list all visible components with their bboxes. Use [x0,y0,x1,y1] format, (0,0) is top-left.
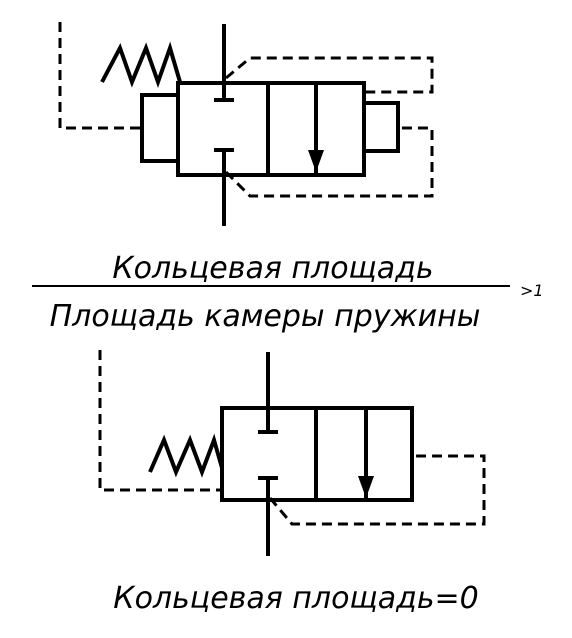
spring-chamber-area-label: Площадь камеры пружины [50,299,481,334]
bottom-spring-icon [148,433,224,478]
top-valve [100,24,400,226]
top-pilot-piston-right [362,101,400,153]
ratio-condition: >1 [520,281,544,300]
bottom-valve [148,352,414,556]
annular-area-label: Кольцевая площадь [112,251,433,286]
top-spring-icon [100,41,182,89]
top-pilot-piston-left [140,93,180,163]
bottom-pilot-lines [98,350,486,526]
top-pilot-lines [58,22,434,198]
bottom-flow-arrow-icon [358,476,374,498]
top-valve-body [176,81,366,177]
top-flow-arrow-icon [308,150,324,172]
zero-annular-area-label: Кольцевая площадь=0 [113,581,478,616]
